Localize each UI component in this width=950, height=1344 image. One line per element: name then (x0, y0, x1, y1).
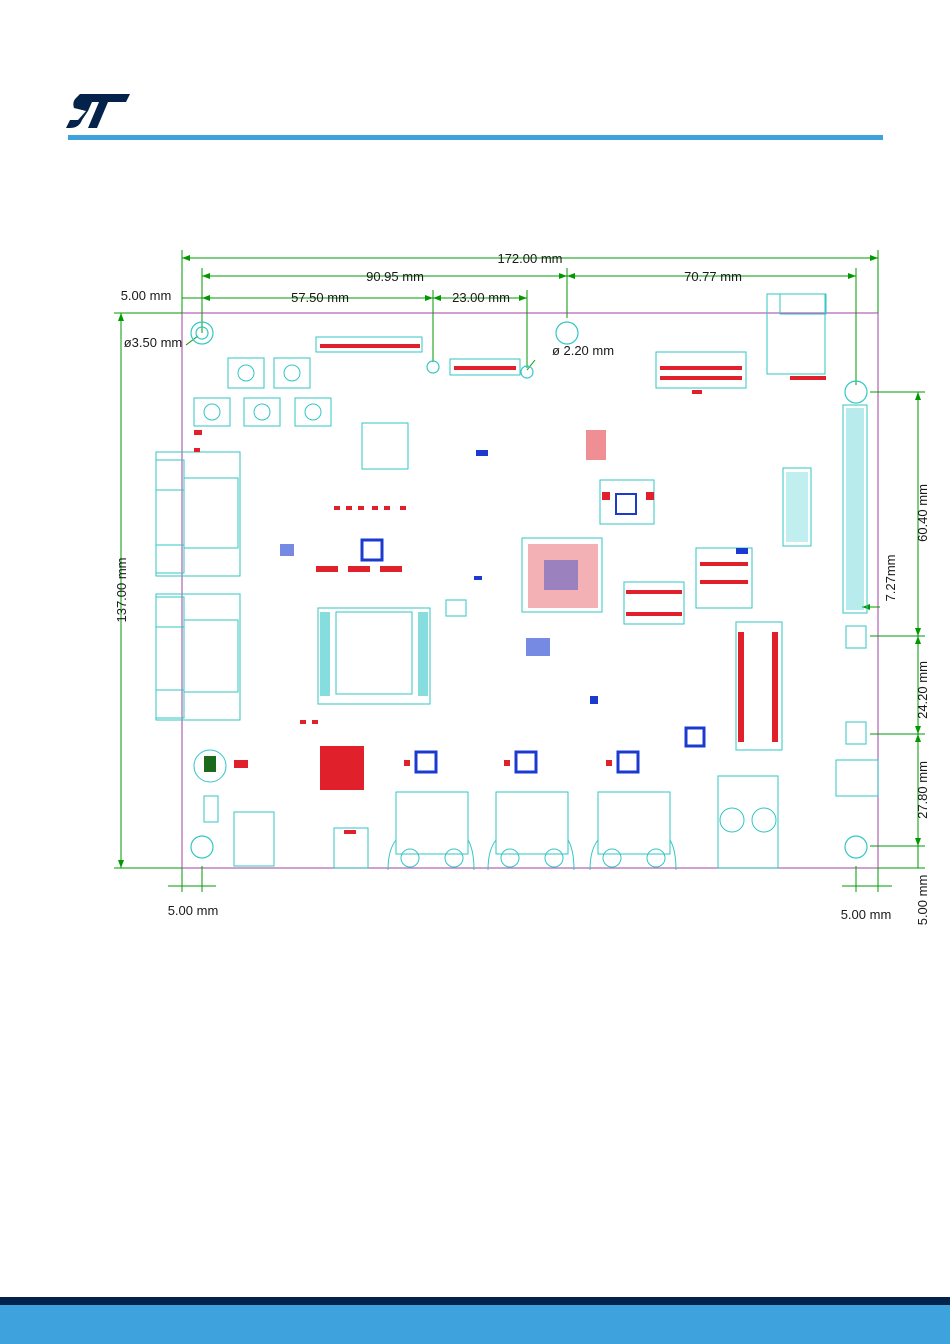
components-outline (156, 294, 878, 870)
dim-24-20: 24.20 mm (915, 661, 930, 719)
dim-5-top-left: 5.00 mm (121, 288, 172, 303)
dim-total-width: 172.00 mm (497, 251, 562, 266)
footer-dark-band (0, 1297, 950, 1305)
dim-70-77: 70.77 mm (684, 269, 742, 284)
dim-7-27: 7.27mm (883, 555, 898, 602)
dim-90-95: 90.95 mm (366, 269, 424, 284)
dim-5-bottom-right: 5.00 mm (841, 907, 892, 922)
dim-5-bottom-left: 5.00 mm (168, 903, 219, 918)
dim-small-hole: ø 2.20 mm (552, 343, 614, 358)
dimension-lines (114, 250, 925, 892)
dimension-arrows (118, 255, 921, 868)
dim-total-height: 137.00 mm (114, 557, 129, 622)
dim-hole-diameter: ø3.50 mm (124, 335, 183, 350)
dim-23-00: 23.00 mm (452, 290, 510, 305)
dim-5-right-bottom: 5.00 mm (915, 875, 930, 926)
components-pads (194, 344, 826, 834)
dim-57-50: 57.50 mm (291, 290, 349, 305)
footer-bar (0, 1305, 950, 1344)
dim-60-40: 60.40 mm (915, 484, 930, 542)
dim-27-80: 27.80 mm (915, 761, 930, 819)
